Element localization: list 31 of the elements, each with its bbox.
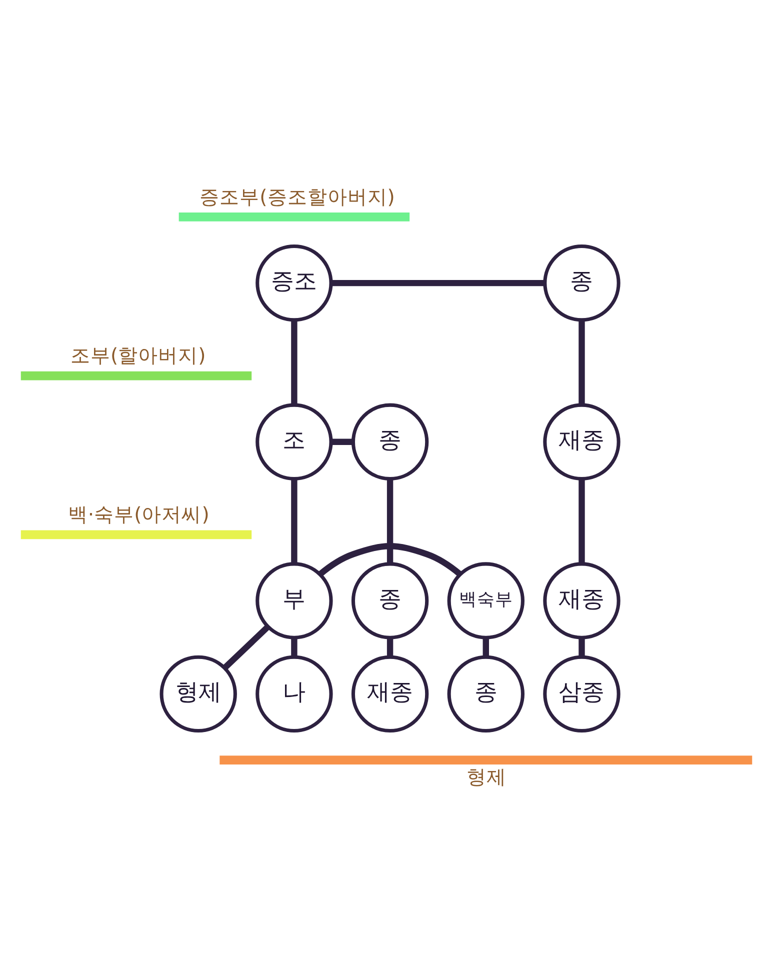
node-circle: 재종 bbox=[351, 655, 429, 733]
node-circle: 나 bbox=[256, 655, 333, 733]
node-circle: 종 bbox=[447, 655, 524, 733]
node-circle: 재종 bbox=[543, 403, 620, 481]
connector bbox=[578, 320, 585, 405]
node-circle: 삼종 bbox=[543, 655, 620, 733]
connector bbox=[318, 543, 462, 577]
legend-label: 조부(할아버지) bbox=[70, 344, 206, 368]
node-circle: 조 bbox=[256, 403, 333, 481]
node-circle: 종 bbox=[543, 244, 620, 322]
legend-label: 형제 bbox=[466, 766, 506, 789]
node-circle: 종 bbox=[351, 403, 429, 481]
node-circle: 종 bbox=[351, 562, 429, 640]
connector bbox=[482, 638, 489, 657]
connector bbox=[578, 478, 585, 564]
connector bbox=[386, 478, 394, 564]
connector bbox=[331, 280, 545, 286]
connector bbox=[291, 320, 298, 405]
legend-label: 증조부(증조할아버지) bbox=[200, 185, 395, 208]
node-circle: 재종 bbox=[543, 562, 620, 640]
connector bbox=[222, 624, 270, 670]
node-circle: 증조 bbox=[256, 244, 333, 322]
node-circle: 백숙부 bbox=[447, 562, 524, 640]
connector bbox=[578, 638, 585, 657]
connector bbox=[386, 638, 394, 657]
node-circle: 형제 bbox=[160, 655, 237, 733]
node-circle: 부 bbox=[256, 562, 333, 640]
legend-label: 백·숙부(아저씨) bbox=[68, 502, 210, 526]
connector bbox=[291, 478, 298, 564]
connector bbox=[331, 438, 354, 446]
connector bbox=[291, 638, 298, 657]
